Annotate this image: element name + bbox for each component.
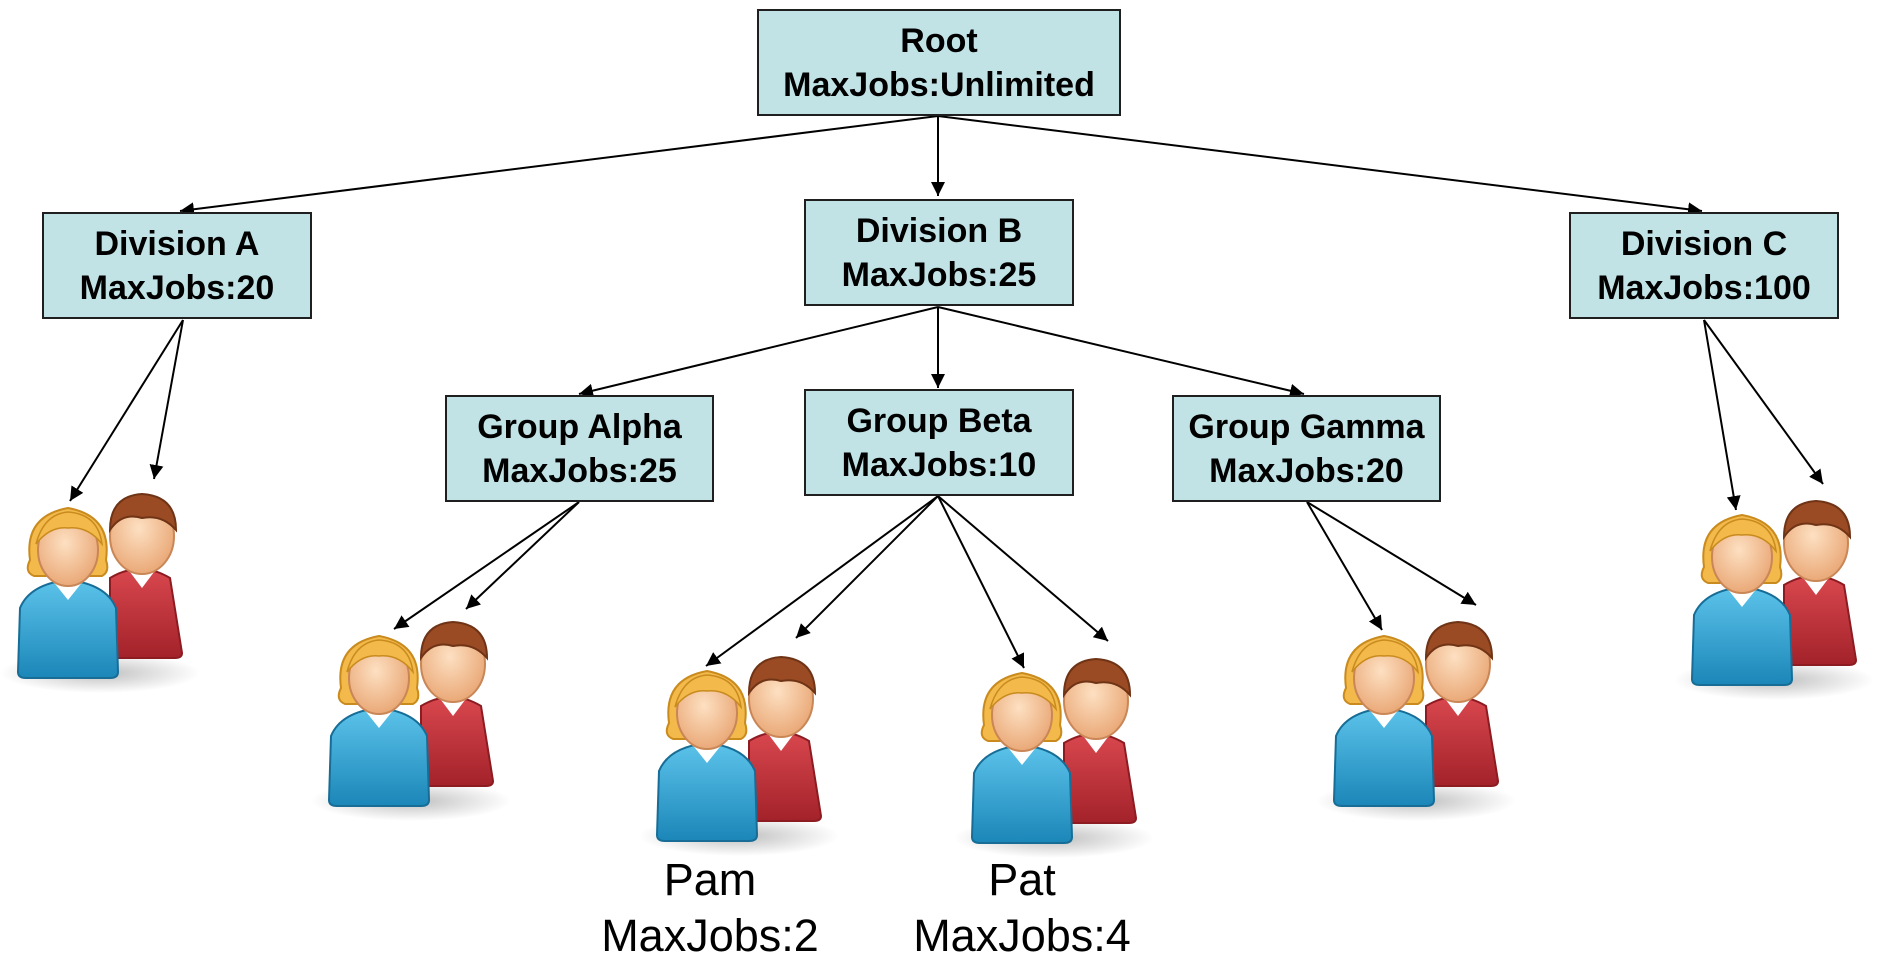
user-limit: MaxJobs:4 <box>913 910 1131 955</box>
node-title: Division B <box>855 211 1023 250</box>
node-division-c: Division C MaxJobs:100 <box>1569 212 1839 319</box>
node-group-beta: Group Beta MaxJobs:10 <box>804 389 1074 496</box>
user-limit: MaxJobs:2 <box>601 910 819 955</box>
user-pair-icon <box>310 621 512 822</box>
node-root: Root MaxJobs:Unlimited <box>757 9 1121 116</box>
user-label-pat: Pat MaxJobs:4 <box>897 852 1147 955</box>
node-title: Root <box>900 21 978 60</box>
user-pair-icon <box>1315 621 1517 822</box>
node-group-gamma: Group Gamma MaxJobs:20 <box>1172 395 1441 502</box>
node-title: Group Gamma <box>1188 407 1425 446</box>
user-pair-icon <box>1673 500 1875 701</box>
user-name: Pam <box>663 854 757 905</box>
user-name: Pat <box>988 854 1056 905</box>
edge-division-a-user-f <box>69 319 184 502</box>
node-title: Group Alpha <box>477 407 682 446</box>
node-limit: MaxJobs:10 <box>841 445 1037 484</box>
node-limit: MaxJobs:20 <box>79 268 275 307</box>
node-title: Division C <box>1620 224 1788 263</box>
node-title: Division A <box>94 224 260 263</box>
edge-division-b-gamma <box>937 306 1305 398</box>
node-limit: MaxJobs:20 <box>1209 451 1404 490</box>
edge-gamma-user-m <box>1306 501 1477 606</box>
node-title: Group Beta <box>846 401 1032 440</box>
node-limit: MaxJobs:25 <box>841 255 1037 294</box>
edge-root-division-c <box>937 115 1703 217</box>
user-label-pam: Pam MaxJobs:2 <box>585 852 835 955</box>
node-limit: MaxJobs:25 <box>482 451 677 490</box>
edge-beta-pam <box>705 495 939 667</box>
node-limit: MaxJobs:100 <box>1597 268 1811 307</box>
edge-alpha-user-f <box>393 501 580 630</box>
edge-gamma-user-f <box>1306 501 1383 631</box>
user-pair-icon <box>953 658 1155 859</box>
node-group-alpha: Group Alpha MaxJobs:25 <box>445 395 714 502</box>
edge-division-c-user-m <box>1703 319 1824 485</box>
edge-beta-pat <box>937 495 1025 669</box>
edge-division-a-user-m <box>149 319 184 480</box>
user-pair-icon <box>0 493 201 694</box>
edge-division-b-alpha <box>578 306 939 398</box>
user-pair-icon <box>638 656 840 857</box>
node-division-b: Division B MaxJobs:25 <box>804 199 1074 306</box>
edge-root-division-a <box>179 115 939 217</box>
edge-alpha-user-m <box>465 501 580 610</box>
edge-beta-pat-partner <box>937 495 1109 642</box>
edge-division-c-user-f <box>1703 319 1741 511</box>
edge-beta-pam-partner <box>795 495 939 639</box>
node-limit: MaxJobs:Unlimited <box>783 65 1095 104</box>
node-division-a: Division A MaxJobs:20 <box>42 212 312 319</box>
